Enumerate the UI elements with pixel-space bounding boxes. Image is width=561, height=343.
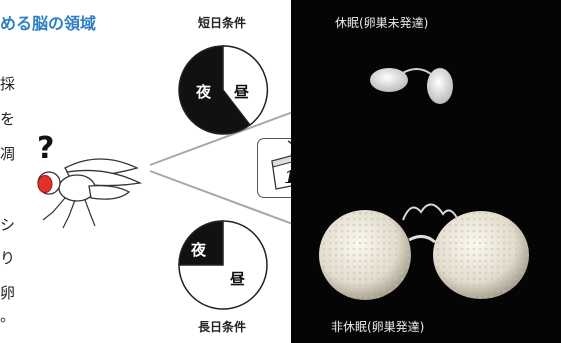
short-day-day-sector [222, 45, 269, 127]
long-day-night-sector [178, 220, 224, 266]
small-ovary-left [370, 68, 408, 92]
long-day-day-label: 昼 [230, 270, 245, 288]
side-text-char: を [0, 110, 16, 128]
long-day-pie: 夜 昼 [178, 220, 268, 310]
side-text-char: 凋 [0, 145, 16, 163]
short-day-night-label: 夜 [195, 83, 212, 101]
diapause-label: 休眠(卵巣未発達) [335, 16, 429, 30]
ovary-drawing [319, 68, 529, 300]
long-day-caption: 長日条件 [198, 320, 247, 334]
long-day-night-label: 夜 [190, 241, 207, 259]
section-heading: める脳の領域 [0, 14, 97, 33]
fruit-fly-illustration: ? [37, 131, 143, 229]
side-text-char: り [0, 249, 16, 267]
non-diapause-label: 非休眠(卵巣発達) [331, 320, 425, 334]
short-day-caption: 短日条件 [198, 16, 247, 30]
short-day-pie: 夜 昼 [178, 45, 269, 135]
side-text-char: 。 [0, 307, 16, 325]
ovary-photo: 休眠(卵巣未発達) 非休眠(卵巣発達) [291, 0, 561, 343]
side-text-char: シ [0, 216, 16, 234]
fly-eye [37, 175, 53, 193]
short-day-day-label: 昼 [234, 83, 249, 101]
small-ovary-right [427, 68, 453, 104]
side-text-char: 採 [0, 75, 16, 93]
side-text-char: 卵 [0, 284, 16, 302]
question-mark: ? [37, 131, 54, 166]
